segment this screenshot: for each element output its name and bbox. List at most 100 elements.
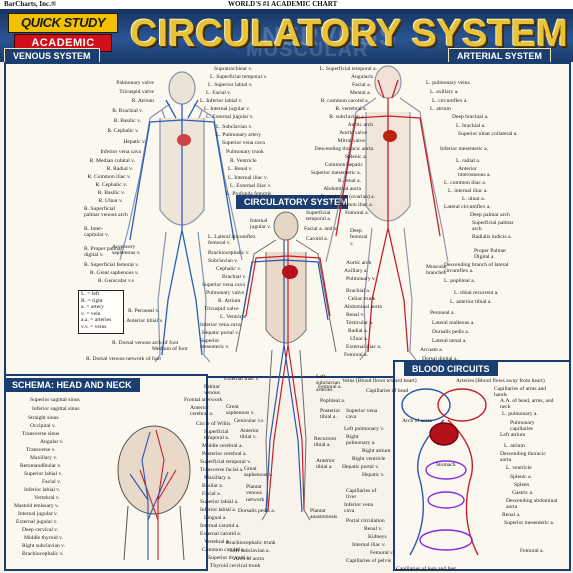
lower-label-1: External iliac v. (224, 376, 260, 382)
venous-label-24: Medium of foot (152, 346, 188, 352)
center-label-18: Axillary a. (344, 268, 368, 274)
venous-right-12: L. Renal v. (228, 166, 253, 172)
lower-label-2: Great saphenous v. (226, 404, 255, 417)
center-label-8: R. Atrium (218, 298, 241, 304)
venous-right-3: L. Facial v. (206, 90, 232, 96)
center-label-14: Superficial temporal a. (306, 210, 332, 223)
center-label-25: Radial a. (348, 328, 368, 334)
venous-label-11: R. Cephalic v. (95, 182, 127, 188)
venous-right-4: L. Inferior labial v. (200, 98, 243, 104)
venous-label-0: Palmonary valve (116, 80, 154, 86)
arterial-right-21: L. anterior tibial a. (450, 299, 492, 305)
venous-label-7: Inferior vena cava (100, 149, 141, 155)
arterial-right-23: Lateral malleous a. (432, 320, 475, 326)
arterial-heart (383, 130, 397, 142)
schema-label-10: Facial v. (42, 479, 61, 485)
blood-label-33: Capillaries of legs and feet (396, 566, 456, 572)
lower-label-0: Palmar venous network (204, 384, 223, 403)
arterial-right-24: Dorsalis pedis a. (432, 329, 470, 335)
center-label-1: L. Lateral circumflex femoral v. (208, 234, 256, 247)
legend-item-3: v. = vein (81, 310, 101, 317)
center-label-22: Abdominal aorta (344, 304, 382, 310)
center-label-20: Brachial a. (346, 288, 371, 294)
schema-label-27: Transverse facial a. (200, 467, 244, 473)
center-arteries (245, 240, 331, 511)
venous-right-8: L. Pulmonary artery (216, 132, 262, 138)
venous-label-17: R. Superficial femoral v. (84, 262, 140, 268)
schema-label-0: Superior sagittal sinus (30, 397, 80, 403)
center-label-2: Brachiocephalic v. (208, 250, 250, 256)
blood-label-26: Superior mesenteric a. (504, 520, 555, 526)
schema-label-11: Inferior labial v. (24, 487, 61, 493)
blood-label-8: Right pulmonary a. (346, 434, 376, 447)
lower-label-13: Plantar anastomosis (310, 508, 338, 521)
arterial-label-8: Aortic valve (339, 130, 367, 136)
arterial-right-18: Descending branch of lateral circumflex … (444, 262, 509, 275)
schema-label-23: Superficial temporal a. (204, 429, 230, 442)
arterial-label-4: R. common carotid a. (320, 98, 369, 104)
schema-label-6: Transverse v. (26, 447, 56, 453)
blood-label-4: A.A. of head, arms, and neck (500, 398, 554, 411)
venous-heart (177, 134, 191, 146)
arterial-label-0: L. Superficial temporal a. (319, 66, 377, 72)
center-label-29: Deep femoral v. (350, 228, 368, 247)
arterial-right-19: L. popliteal a. (444, 278, 476, 284)
arterial-vessels (335, 79, 441, 353)
schema-label-7: Maxillary v. (30, 455, 58, 461)
head-neck-figure (117, 425, 191, 561)
schema-label-2: Straight sinus (28, 415, 59, 421)
arterial-right-3: L. atrium (430, 106, 451, 112)
lower-label-4: Anterior tibial v. (240, 428, 259, 441)
schema-label-12: Vertebral v. (34, 495, 60, 501)
blood-label-2: Capillaries of head (366, 388, 409, 394)
schema-label-40: Brachiocephalic trunk (226, 540, 276, 546)
lower-label-9: Anterior tibial a. (316, 458, 335, 471)
venous-label-10: R. Common iliac v. (87, 174, 131, 180)
schema-label-32: Inferior labial a. (200, 507, 237, 513)
arterial-right-22: Peroneal a. (430, 310, 455, 316)
lower-label-11: Plantar venous network (246, 484, 265, 503)
blood-label-19: Descending thoracic aorta (500, 451, 546, 464)
center-label-5: Brachial v. (222, 274, 247, 280)
venous-label-3: R. Brachial v. (112, 108, 143, 114)
schema-label-36: Vertebral a. (204, 539, 230, 545)
arterial-label-11: Splenic a. (344, 154, 367, 160)
arterial-right-1: L. axillary a. (430, 89, 459, 95)
arterial-right-25: Lateral tarsal a. (432, 338, 467, 344)
blood-label-17: Stomach (436, 462, 456, 468)
arterial-right-6: Superior ulnar collateral a. (458, 131, 518, 137)
center-label-23: Renal v. (346, 312, 365, 318)
arterial-label-5: R. vertebral a. (335, 106, 367, 112)
schema-label-39: Thyroid cervical trunk (210, 563, 261, 569)
top-line: BarCharts, Inc.® WORLD'S #1 ACADEMIC CHA… (0, 0, 573, 9)
arterial-right-7: Inferior mesenteric a. (440, 146, 488, 152)
schema-label-25: Posterior cerebral a. (202, 451, 247, 457)
arterial-label-14: R. renal a. (338, 178, 361, 184)
blood-label-21: Splenic a. (510, 474, 533, 480)
arterial-right-10: L. common iliac a. (444, 180, 487, 186)
schema-label-3: Occipital v. (30, 423, 56, 429)
schema-label-4: Transverse sinus (22, 431, 60, 437)
lower-label-10: Great saphenous v. (244, 466, 273, 479)
venous-label-22: R. Dorsal venous arch of foot (112, 340, 179, 346)
arterial-right-12: L. ulnar a. (462, 196, 485, 202)
venous-label-21: R. Anterior tibial v. (120, 318, 164, 324)
venous-label-16: R. Proper palmar digital v. (84, 246, 123, 259)
section-title-venous: VENOUS SYSTEM (4, 48, 100, 63)
schema-label-31: Superior labial a. (200, 499, 239, 505)
arterial-right-16: Radialis indicis a. (472, 234, 512, 240)
blood-label-34: Femoral a. (520, 548, 544, 554)
blood-label-6: Superior vena cava (346, 408, 378, 421)
schema-label-24: Middle cerebral a. (202, 443, 243, 449)
arterial-right-28: Muscular branches (426, 264, 448, 277)
arterial-label-1: Angularis (350, 74, 373, 80)
blood-label-5: L. pulmonary a. (502, 411, 538, 417)
venous-right-0: Supratrochlear v. (214, 66, 253, 72)
arterial-label-2: Facial a. (352, 82, 371, 88)
venous-label-15: R. Inter-capitular v. (84, 226, 109, 239)
arterial-label-10: Descending thoracic aorta (314, 146, 373, 152)
blood-label-11: Left atrium (500, 432, 526, 438)
ghost-title-2: MUSCULAR (246, 39, 369, 61)
venous-right-10: Pulmonary trunk (226, 149, 264, 155)
arterial-right-2: L. circumflex a. (432, 98, 468, 104)
